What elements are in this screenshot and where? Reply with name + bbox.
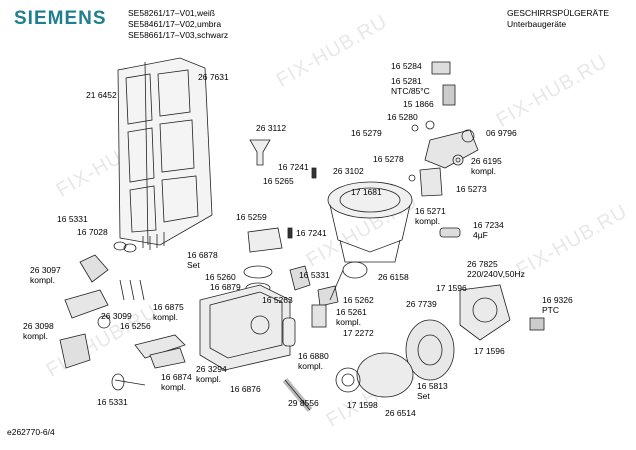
part-label-165331-b: 16 5331 [299, 270, 330, 280]
category-block: GESCHIRRSPÜLGERÄTE Unterbaugeräte [507, 8, 609, 30]
part-label-167241-a: 16 7241 [278, 162, 309, 172]
category-line: Unterbaugeräte [507, 19, 567, 29]
model-line: SE58661/17–V03,schwarz [128, 30, 229, 40]
part-label-172272: 17 2272 [343, 328, 374, 338]
part-label-167028: 16 7028 [77, 227, 108, 237]
document-id: e262770-6/4 [7, 427, 55, 437]
part-label-166879: 16 6879 [210, 282, 241, 292]
part-label-165260: 16 5260 [205, 272, 236, 282]
part-label-069796: 06 9796 [486, 128, 517, 138]
part-label-165262: 16 5262 [343, 295, 374, 305]
part-label-263099: 26 3099 [101, 311, 132, 321]
part-label-171596-b: 17 1596 [474, 346, 505, 356]
part-label-267631: 26 7631 [198, 72, 229, 82]
part-label-165259: 16 5259 [236, 212, 267, 222]
part-label-166876: 16 6876 [230, 384, 261, 394]
part-label-165263: 16 5263 [262, 295, 293, 305]
part-label-266514: 26 6514 [385, 408, 416, 418]
part-label-165278: 16 5278 [373, 154, 404, 164]
part-label-171598: 17 1598 [347, 400, 378, 410]
category-line: GESCHIRRSPÜLGERÄTE [507, 8, 610, 18]
part-label-165265: 16 5265 [263, 176, 294, 186]
part-label-298556: 29 8556 [288, 398, 319, 408]
part-label-266158: 26 6158 [378, 272, 409, 282]
model-line: SE58461/17–V02,umbra [128, 19, 222, 29]
part-label-165273: 16 5273 [456, 184, 487, 194]
part-label-267739: 26 7739 [406, 299, 437, 309]
brand-logo: SIEMENS [14, 8, 107, 29]
model-line: SE58261/17–V01,weiß [128, 8, 215, 18]
part-label-165256: 16 5256 [120, 321, 151, 331]
part-label-263112: 26 3112 [256, 123, 287, 133]
model-list: SE58261/17–V01,weiß SE58461/17–V02,umbra… [128, 8, 228, 41]
part-label-165280: 16 5280 [387, 112, 418, 122]
spray-channel-panel [117, 57, 213, 250]
part-label-165331-a: 16 5331 [57, 214, 88, 224]
part-label-171596-a: 17 1596 [436, 283, 467, 293]
part-label-263102: 26 3102 [333, 166, 364, 176]
part-label-151866: 15 1866 [403, 99, 434, 109]
part-label-165284: 16 5284 [391, 61, 422, 71]
part-label-216452: 21 6452 [86, 90, 117, 100]
part-label-171681: 17 1681 [351, 187, 382, 197]
part-label-165331-c: 16 5331 [97, 397, 128, 407]
part-label-167241-b: 16 7241 [296, 228, 327, 238]
part-label-165279: 16 5279 [351, 128, 382, 138]
